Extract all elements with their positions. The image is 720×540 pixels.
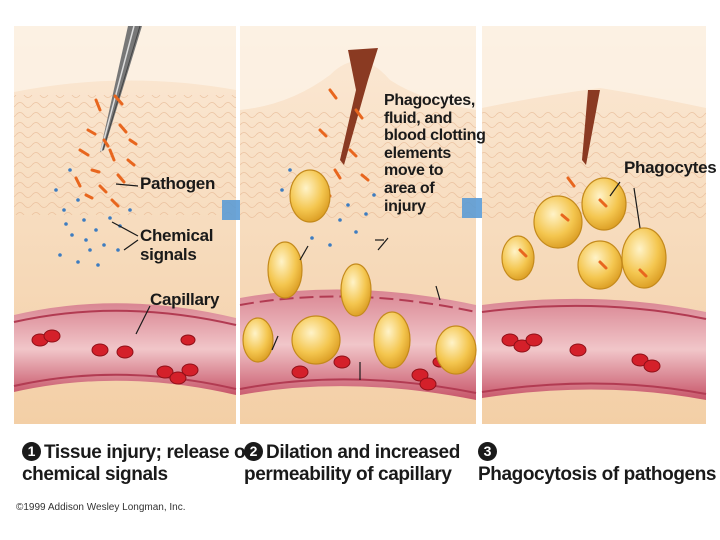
panel-2	[239, 26, 477, 424]
wound-icon	[340, 48, 378, 165]
needle-icon	[100, 25, 142, 152]
label-phagocytes: Phagocytes	[624, 158, 717, 177]
label-capillary: Capillary	[150, 290, 220, 309]
movement-arrows	[271, 237, 441, 380]
blood-cells	[31, 329, 199, 385]
label-phagocytes-fluid: Phagocytes, fluid, and blood clotting el…	[384, 92, 486, 215]
step-number-1: 1	[22, 442, 41, 461]
caption-3: 3Phagocytosis of pathogens	[478, 442, 720, 486]
step-number-2: 2	[244, 442, 263, 461]
leader-lines-3	[609, 181, 641, 229]
chemical-signals-dots	[280, 168, 376, 247]
wound-icon	[582, 90, 600, 165]
caption-3-text: Phagocytosis of pathogens	[478, 463, 717, 485]
leader-lines-1	[111, 183, 151, 335]
pathogen-icon	[518, 176, 648, 278]
chemical-signals-dots	[54, 168, 132, 267]
pathogen-icon	[74, 94, 138, 208]
copyright-notice: ©1999 Addison Wesley Longman, Inc.	[16, 502, 186, 513]
capillary-vessel	[482, 298, 706, 400]
panel-3	[481, 26, 707, 424]
phagocyte-cells	[501, 177, 667, 290]
step-number-3: 3	[478, 442, 497, 461]
caption-2-text: Dilation and increased permeability of c…	[244, 442, 460, 485]
caption-1-text: Tissue injury; release of chemical signa…	[22, 442, 252, 485]
phagocyte-cells	[242, 169, 477, 375]
panel-1	[13, 25, 237, 424]
blood-cells	[501, 333, 661, 373]
label-pathogen: Pathogen	[140, 174, 216, 193]
label-chemical-signals: Chemical signals	[140, 226, 214, 265]
